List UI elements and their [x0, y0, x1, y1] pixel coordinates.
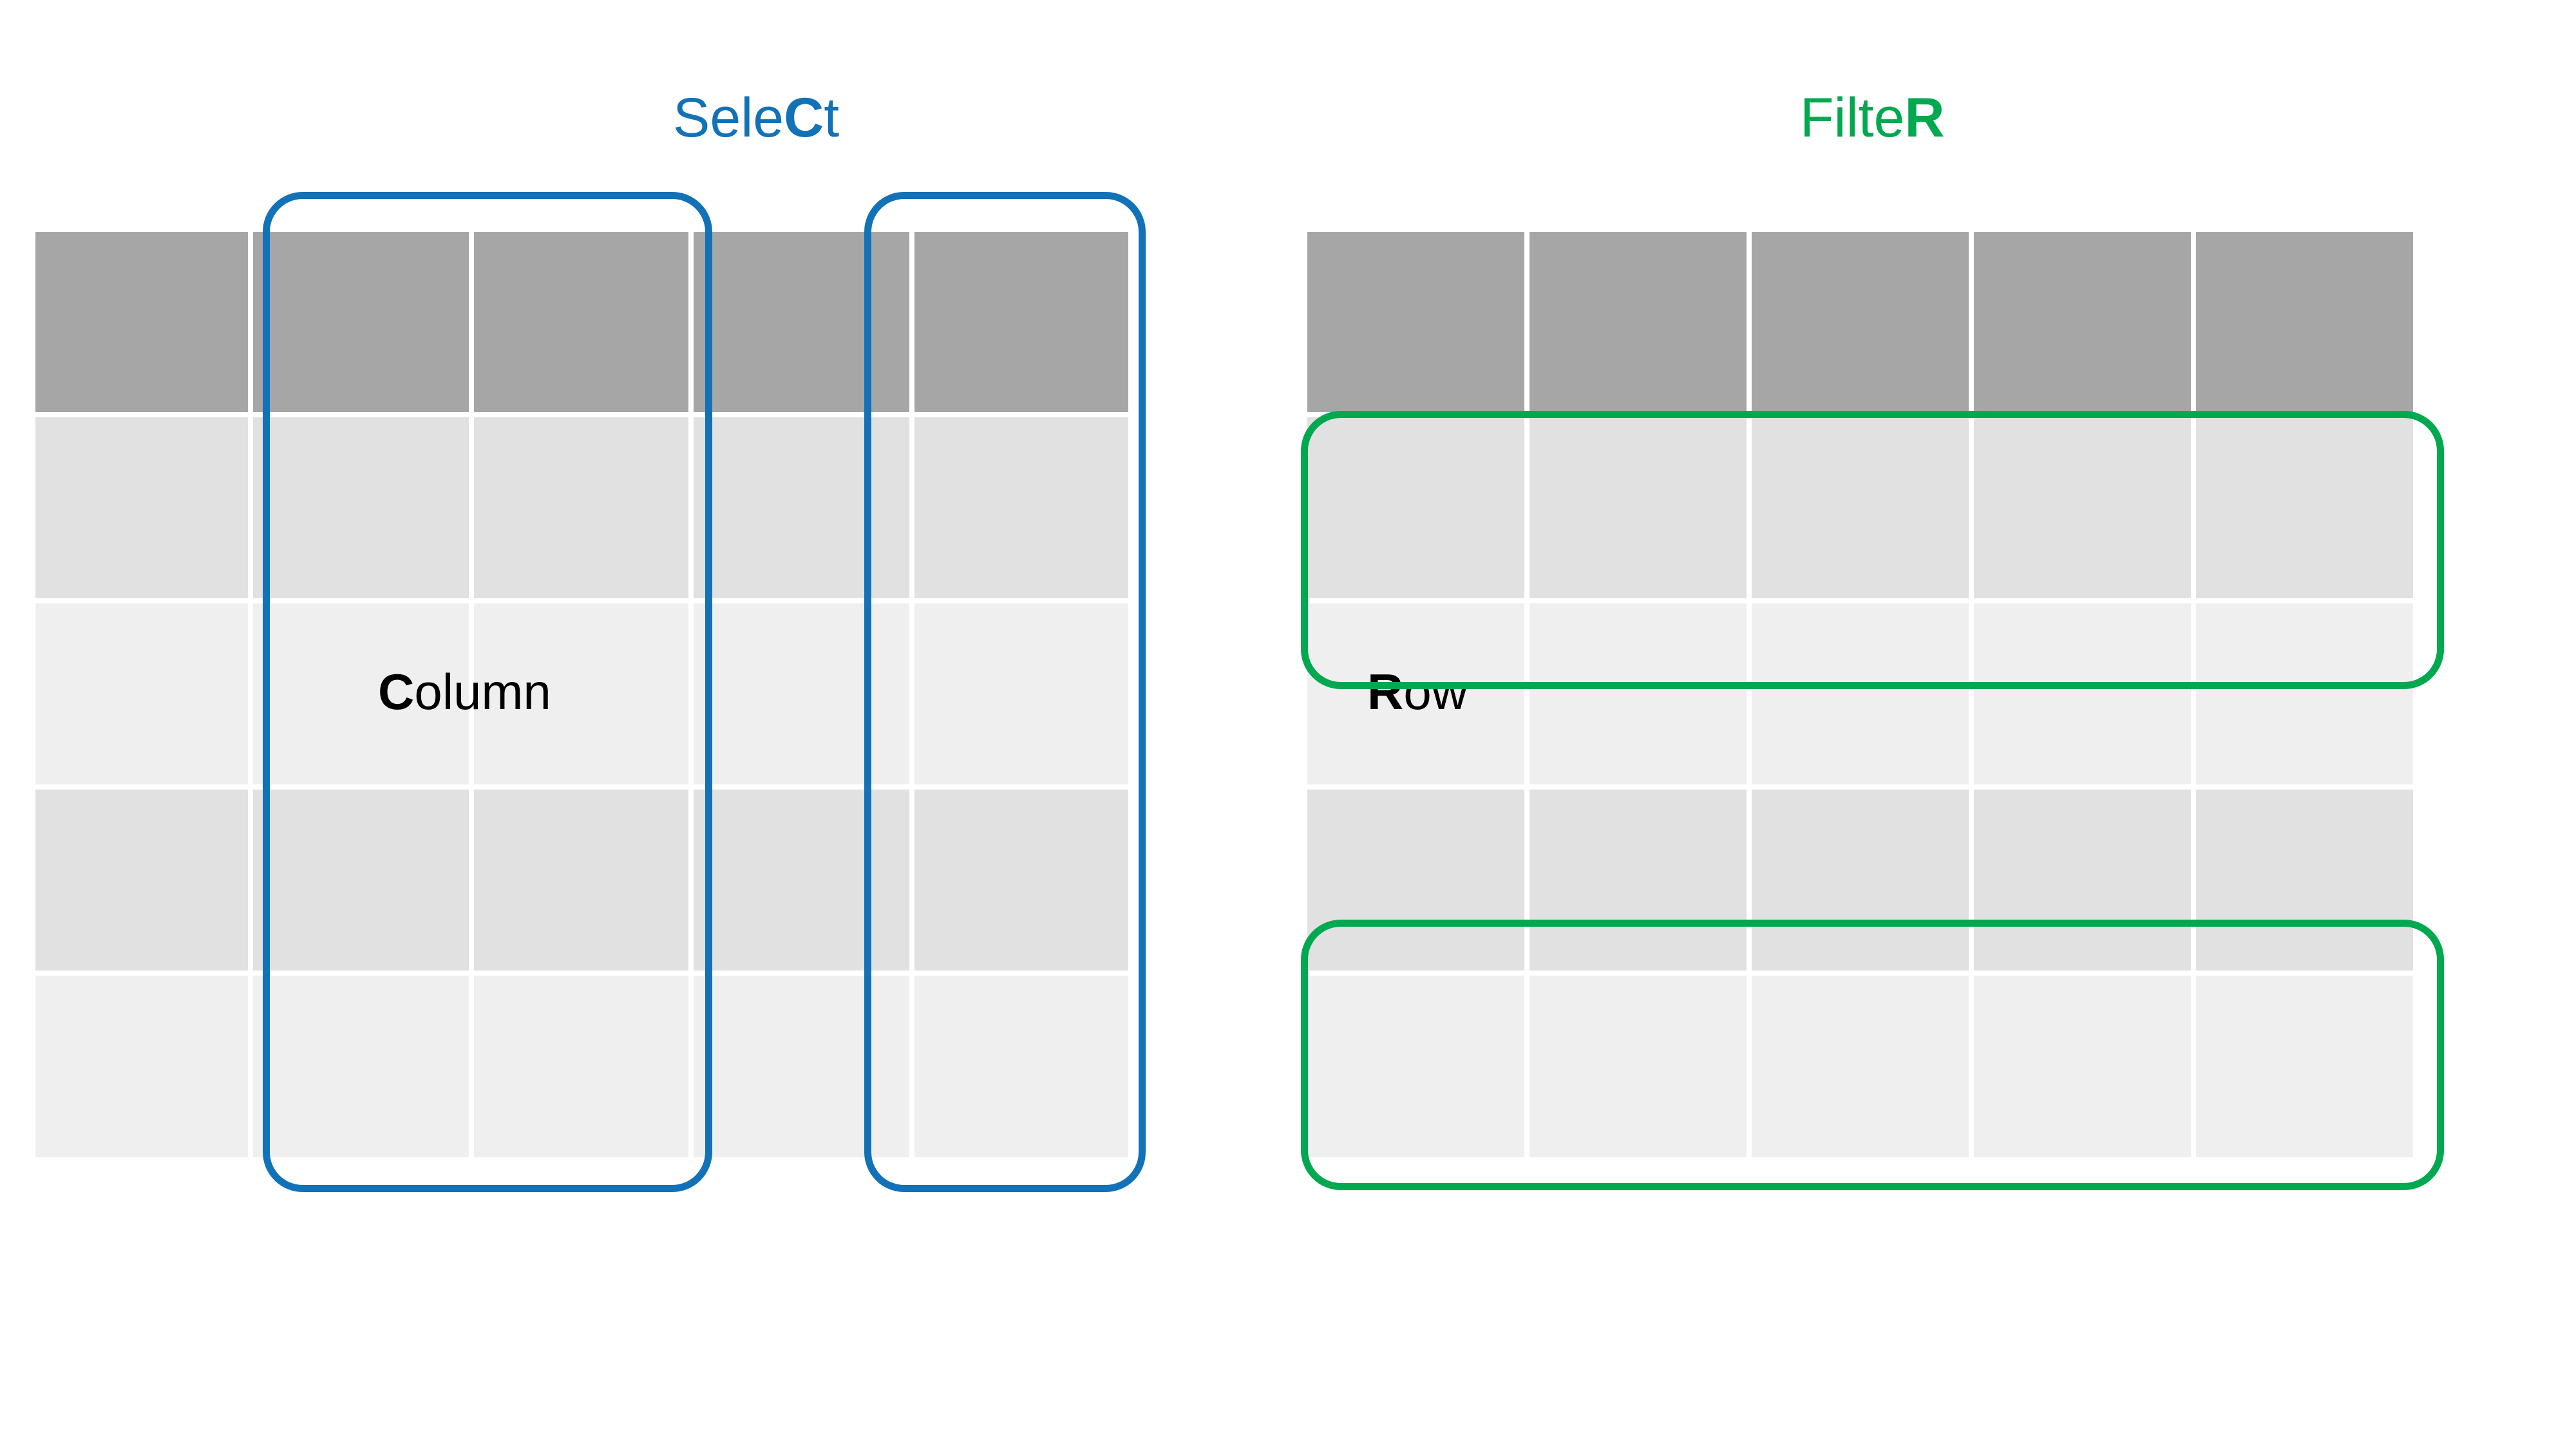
table-cell — [1307, 790, 1524, 971]
table-cell — [253, 417, 469, 598]
table-cell — [914, 417, 1128, 598]
table-cell — [253, 603, 469, 784]
table-cell — [35, 976, 248, 1157]
table-cell — [35, 790, 248, 971]
table-cell — [1530, 417, 1747, 598]
table-cell — [474, 790, 688, 971]
table-cell — [2196, 603, 2413, 784]
column-label-suffix: olumn — [414, 663, 551, 720]
table-cell — [914, 976, 1128, 1157]
table-header-cell — [35, 232, 248, 412]
table-header-cell — [1530, 232, 1747, 412]
table-cell — [474, 976, 688, 1157]
table-cell — [914, 603, 1128, 784]
table-cell — [1752, 790, 1969, 971]
table-cell — [1530, 976, 1747, 1157]
table-cell — [1530, 603, 1747, 784]
table-header-cell — [1752, 232, 1969, 412]
table-cell — [1974, 417, 2191, 598]
table-header-cell — [914, 232, 1128, 412]
table-cell — [1530, 790, 1747, 971]
table-cell — [35, 417, 248, 598]
table-header-cell — [1307, 232, 1524, 412]
select-title-prefix: Sele — [673, 87, 784, 149]
table-cell — [474, 417, 688, 598]
select-title-emphasis: C — [784, 87, 824, 149]
table-cell — [694, 790, 909, 971]
filter-title-emphasis: R — [1904, 87, 1945, 149]
row-label-suffix: ow — [1403, 663, 1468, 720]
table-header-cell — [474, 232, 688, 412]
table-cell — [253, 976, 469, 1157]
table-header-cell — [253, 232, 469, 412]
table-cell — [1974, 603, 2191, 784]
column-label: Column — [378, 667, 551, 717]
column-label-emphasis: C — [378, 663, 415, 720]
table-cell — [253, 790, 469, 971]
table-cell — [1307, 976, 1524, 1157]
table-header-cell — [2196, 232, 2413, 412]
table-cell — [914, 790, 1128, 971]
filter-table-grid — [1307, 232, 2413, 1157]
table-cell — [1752, 603, 1969, 784]
table-cell — [1974, 976, 2191, 1157]
filter-panel-title: FilteR — [1800, 90, 1945, 146]
table-cell — [694, 603, 909, 784]
filter-title-prefix: Filte — [1800, 87, 1905, 149]
row-label-emphasis: R — [1367, 663, 1404, 720]
table-cell — [2196, 417, 2413, 598]
table-cell — [1307, 417, 1524, 598]
table-cell — [474, 603, 688, 784]
table-cell — [2196, 790, 2413, 971]
table-cell — [694, 976, 909, 1157]
table-cell — [694, 417, 909, 598]
table-cell — [1752, 417, 1969, 598]
table-header-cell — [1974, 232, 2191, 412]
select-title-suffix: t — [824, 87, 840, 149]
table-cell — [1307, 603, 1524, 784]
select-table-grid — [35, 232, 1128, 1157]
table-header-cell — [694, 232, 909, 412]
row-label: Row — [1367, 667, 1468, 717]
table-cell — [2196, 976, 2413, 1157]
table-cell — [1974, 790, 2191, 971]
table-cell — [35, 603, 248, 784]
select-panel-title: SeleCt — [673, 90, 839, 146]
table-cell — [1752, 976, 1969, 1157]
